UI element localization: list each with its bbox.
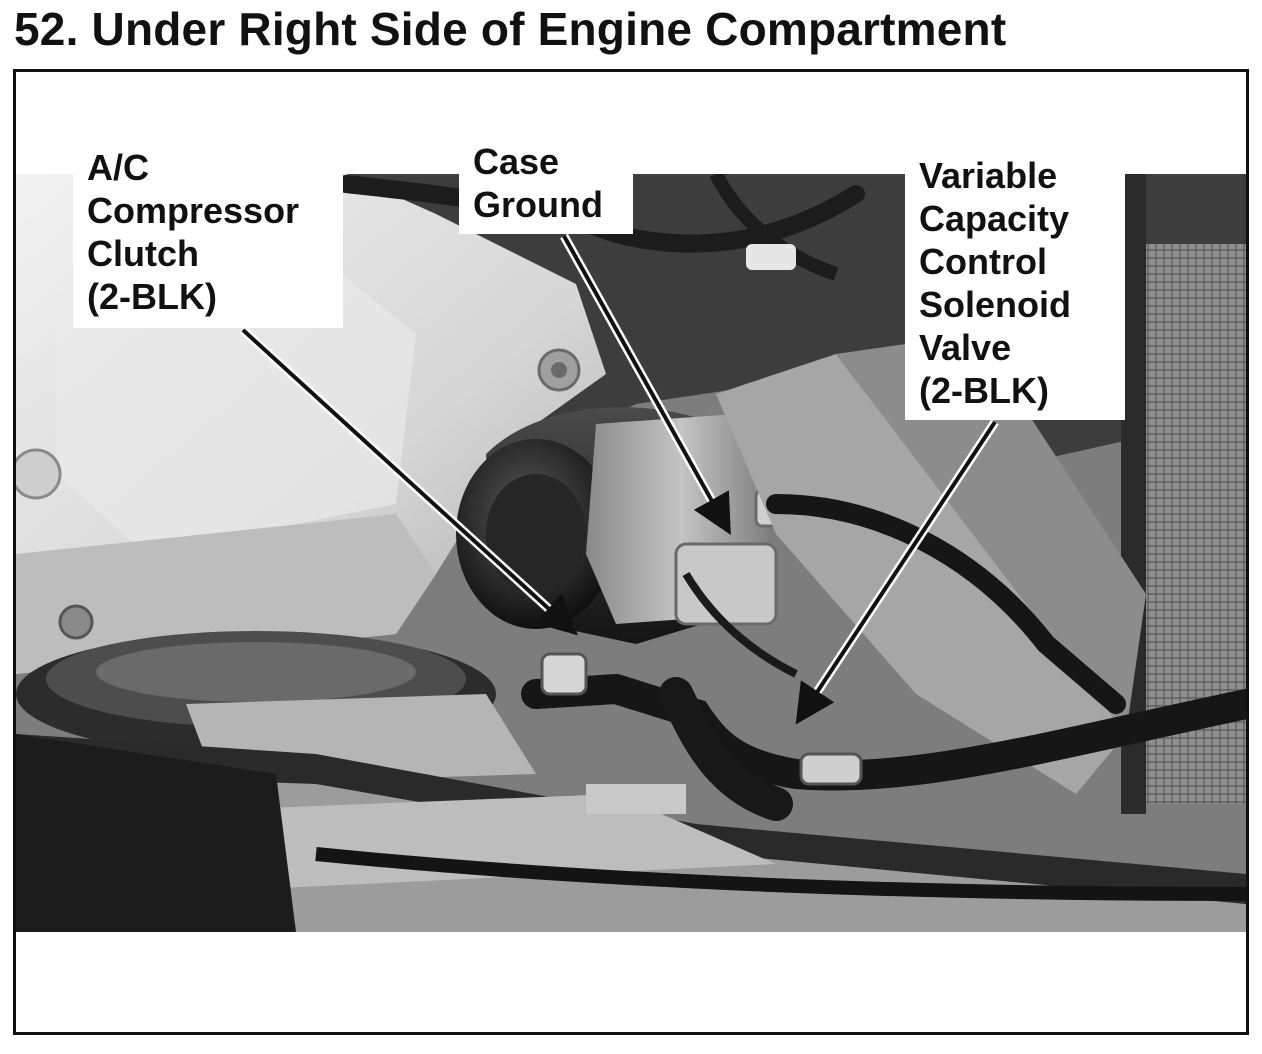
- callout-case-ground: Case Ground: [459, 140, 633, 234]
- callout-ac-compressor-clutch: A/C Compressor Clutch (2-BLK): [73, 146, 343, 328]
- callout-variable-capacity-solenoid: Variable Capacity Control Solenoid Valve…: [905, 154, 1125, 420]
- page-title: 52. Under Right Side of Engine Compartme…: [14, 3, 1007, 55]
